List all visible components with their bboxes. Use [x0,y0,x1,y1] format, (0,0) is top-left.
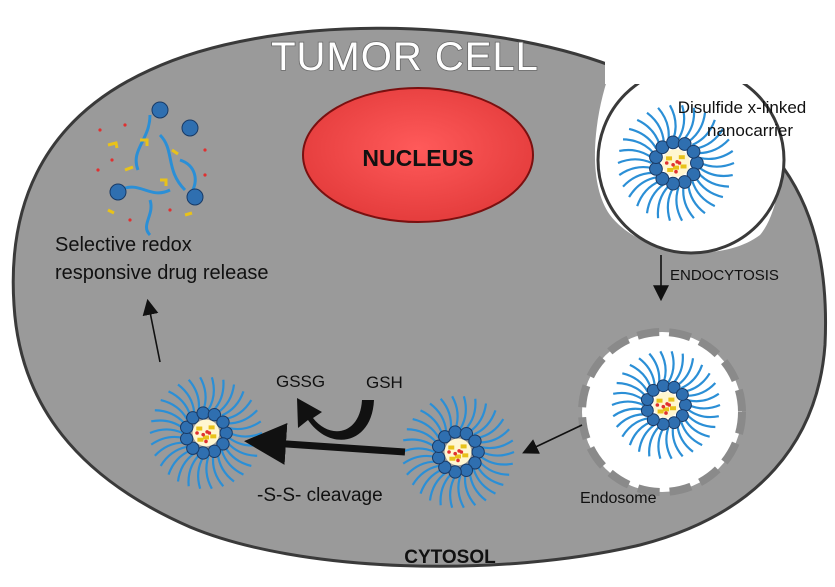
cleaved-micelle [149,376,263,490]
release-label-line2: responsive drug release [55,262,268,284]
pocket-opening [605,62,775,84]
endosome-micelle [611,350,721,460]
cytosol-label: CYTOSOL [404,547,496,568]
nucleus [302,87,534,223]
released-drug-cluster [96,101,207,237]
release-label-line1: Selective redox [55,234,192,256]
release-arrow [142,298,161,363]
nucleus-label: NUCLEUS [362,145,473,171]
cleavage-label: -S-S- cleavage [257,485,383,506]
nanocarrier-label-line1: Disulfide x-linked [678,98,807,117]
cell-title: TUMOR CELL [271,35,539,79]
endocytosis-label: ENDOCYTOSIS [670,267,779,284]
gsh-gssg-curved-arrow [297,398,374,440]
endosome-escape-arrow [522,424,583,454]
gsh-label: GSH [366,373,403,392]
nanocarrier-micelle [617,104,735,222]
nanocarrier-label-line2: nanocarrier [707,121,793,140]
gssg-label: GSSG [276,372,325,391]
endosome-label: Endosome [580,490,657,507]
cleavage-arrow [244,422,406,465]
